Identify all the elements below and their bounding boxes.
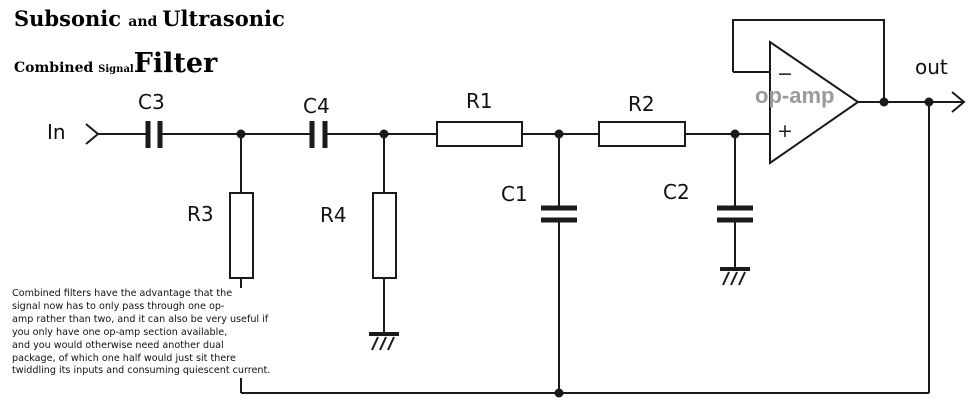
title-line-2: Combined SignalFilter	[14, 48, 217, 79]
title-line-1: Subsonic and Ultrasonic	[14, 6, 285, 31]
output-arrow	[951, 91, 966, 113]
label-c1: C1	[501, 182, 528, 206]
label-c2: C2	[663, 180, 690, 204]
title-segment: Ultrasonic	[162, 6, 285, 31]
input-arrow	[85, 123, 100, 145]
note-line: twiddling its inputs and consuming quies…	[12, 365, 271, 377]
label-opamp: op-amp	[755, 83, 834, 108]
label-in: In	[47, 120, 66, 144]
junction-node-output	[879, 97, 889, 107]
capacitor-c4	[309, 121, 328, 148]
label-r4: R4	[320, 203, 347, 227]
title-segment: Combined	[14, 60, 99, 76]
label-r2: R2	[628, 92, 655, 116]
resistor-r1	[436, 121, 523, 147]
label-minus-input: −	[777, 63, 793, 85]
resistor-r3	[229, 192, 254, 279]
label-r3: R3	[187, 202, 214, 226]
capacitor-c3	[145, 121, 163, 148]
ground-symbol-r4	[369, 332, 399, 351]
title-segment: Subsonic	[14, 6, 129, 31]
description-note: Combined filters have the advantage that…	[12, 288, 294, 379]
label-plus-input: +	[777, 120, 793, 142]
resistor-r2	[598, 121, 686, 147]
note-line: package, of which one half would just si…	[12, 352, 236, 364]
title-segment: Signal	[98, 64, 134, 75]
label-r1: R1	[466, 89, 493, 113]
capacitor-c2	[717, 205, 753, 223]
note-line: and you would otherwise need another dua…	[12, 339, 224, 351]
label-c3: C3	[138, 90, 165, 114]
opamp-triangle	[769, 40, 860, 165]
note-line: you only have one op-amp section availab…	[12, 326, 228, 338]
capacitor-c1	[541, 205, 577, 223]
note-line: amp rather than two, and it can also be …	[12, 313, 269, 325]
label-c4: C4	[303, 94, 330, 118]
title-segment: and	[128, 14, 163, 30]
wire-feedback-loop	[732, 19, 885, 102]
note-line: signal now has to only pass through one …	[12, 300, 225, 312]
label-out: out	[915, 55, 948, 79]
resistor-r4	[372, 192, 397, 279]
ground-symbol-c2	[720, 267, 750, 286]
title-segment: Filter	[133, 48, 218, 79]
note-line: Combined filters have the advantage that…	[12, 288, 233, 299]
